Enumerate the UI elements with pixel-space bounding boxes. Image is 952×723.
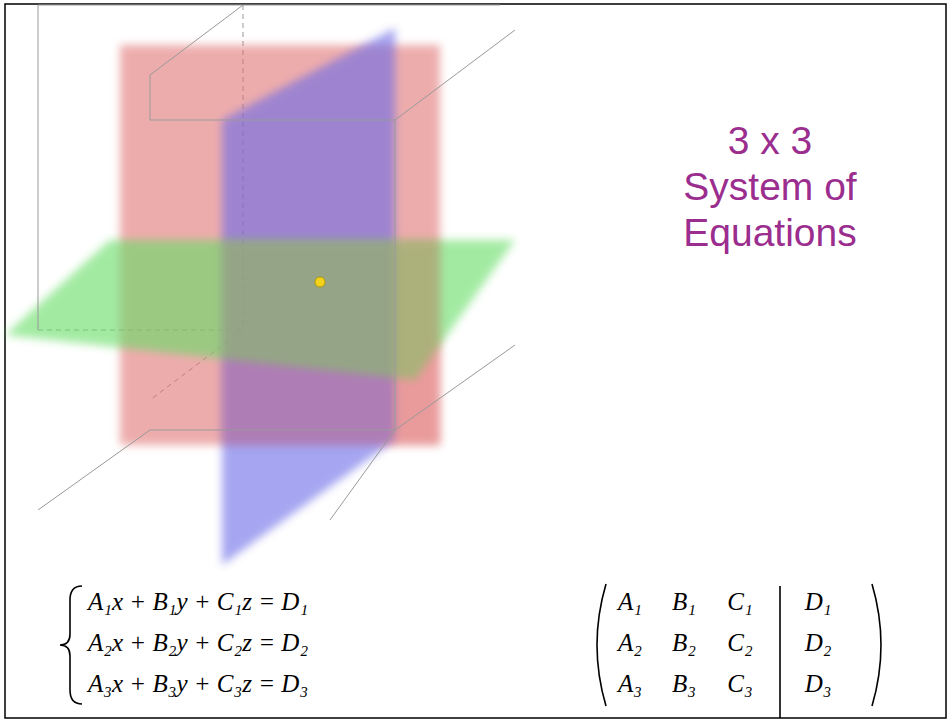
equation: A₁x + B₁y + C₁z = D₁	[88, 588, 308, 616]
augment-bar	[779, 586, 781, 718]
matrix-entry: B₂	[662, 629, 706, 657]
intersection-point	[315, 277, 325, 287]
equation: A₂x + B₂y + C₂z = D₂	[88, 629, 308, 657]
cube-edges	[38, 5, 515, 520]
matrix-entry: D₁	[796, 588, 840, 616]
matrix-entry: C₁	[718, 588, 762, 616]
matrix-entry: D₂	[796, 629, 840, 657]
slide-title: 3 x 3 System of Equations	[660, 118, 880, 256]
matrix-entry: C₃	[718, 670, 762, 698]
matrix-entry: B₁	[662, 588, 706, 616]
matrix-entry: D₃	[796, 670, 840, 698]
system-brace	[60, 586, 82, 704]
matrix-right-paren	[872, 584, 881, 706]
matrix-entry: B₃	[662, 670, 706, 698]
slide-border	[5, 4, 946, 718]
matrix-entry: C₂	[718, 629, 762, 657]
red-plane-front	[222, 240, 440, 445]
matrix-entry: A₂	[608, 629, 652, 657]
matrix-left-paren	[597, 584, 606, 706]
matrix-entry: A₃	[608, 670, 652, 698]
equation: A₃x + B₃y + C₃z = D₃	[88, 670, 308, 698]
matrix-entry: A₁	[608, 588, 652, 616]
